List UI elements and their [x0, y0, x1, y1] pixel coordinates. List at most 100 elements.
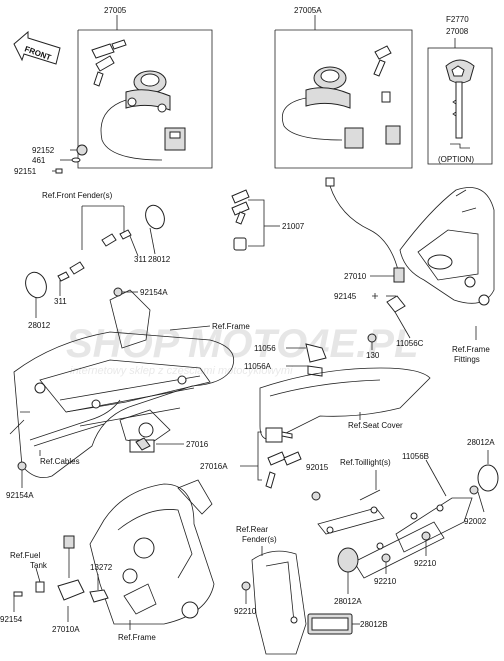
bolt-icon: [13, 591, 23, 597]
ref-seat-cover: Ref.Seat Cover: [348, 421, 403, 430]
key-icon: [373, 45, 392, 103]
part-92151: 92151: [14, 167, 37, 176]
spacer-icon: [57, 229, 132, 282]
ref-frame-fittings-1: Ref.Frame: [452, 345, 490, 354]
bolt-icon: [17, 461, 27, 471]
part-21007: 21007: [282, 222, 305, 231]
bracket-icon: [317, 507, 385, 535]
rear-fender-illustration: [241, 546, 360, 655]
sensor-icon: [57, 579, 85, 601]
part-92154a: 92154A: [140, 288, 168, 297]
part-11056b: 11056B: [402, 452, 429, 461]
ref-rear-fender-1: Ref.Rear: [236, 525, 268, 534]
clip-icon: [372, 293, 378, 299]
bottom-frame-illustration: [89, 479, 215, 625]
part-27016a: 27016A: [200, 462, 228, 471]
bolt-icon: [367, 333, 377, 343]
group-27005: [52, 15, 213, 174]
lock-cylinder-icon: [265, 427, 283, 443]
sensor-icon: [393, 267, 405, 283]
part-11056c: 11056C: [396, 339, 424, 348]
key-icon: [91, 39, 127, 87]
ref-fuel-tank-2: Tank: [30, 561, 48, 570]
ignition-switch-icon: [305, 66, 351, 109]
group-27016a: [240, 427, 302, 489]
license-bracket-icon: [353, 521, 445, 579]
reflector-icon: [25, 271, 47, 299]
group-fuel-tank-sensor: [13, 535, 131, 630]
part-92210-c: 92210: [234, 607, 257, 616]
connector-icon: [63, 535, 75, 549]
watermark-brand-part2: MOTO4E.PL: [188, 322, 418, 366]
part-311-b: 311: [54, 297, 67, 306]
frame-fittings-illustration: [399, 187, 495, 340]
key-icon: [231, 189, 250, 225]
ref-taillight: Ref.Toillight(s): [340, 458, 391, 467]
bolt-icon: [311, 491, 321, 501]
part-28012b: 28012B: [360, 620, 388, 629]
cables-illustration: [17, 399, 121, 488]
part-11056: 11056: [254, 344, 276, 353]
front-arrow-icon: FRONT: [13, 30, 61, 65]
watermark-tagline: internetowy sklep z częściami motocyklow…: [70, 365, 293, 377]
watermark: SHOP MOTO4E.PL internetowy sklep z częśc…: [66, 322, 418, 377]
part-27005a: 27005A: [294, 6, 322, 15]
part-27016: 27016: [186, 440, 209, 449]
ref-cables: Ref.Cables: [40, 457, 80, 466]
ignition-switch-icon: [125, 70, 171, 113]
group-front-fender: [25, 204, 165, 318]
part-27010a: 27010A: [52, 625, 80, 634]
ref-frame-fittings-2: Fittings: [454, 355, 480, 364]
reflector-icon: [337, 547, 359, 573]
part-27008: 27008: [446, 27, 469, 36]
ref-frame-top: Ref.Frame: [212, 322, 250, 331]
washer-icon: [71, 157, 81, 163]
connector-icon: [325, 177, 335, 187]
part-130: 130: [366, 351, 380, 360]
part-27010: 27010: [344, 272, 367, 281]
nut-icon: [469, 485, 479, 495]
cap-icon: [385, 125, 401, 145]
bolt-icon: [381, 553, 391, 563]
frame-illustration: [9, 289, 235, 479]
ref-fuel-tank-1: Ref.Fuel: [10, 551, 40, 560]
part-92154a-bottom: 92154A: [6, 491, 34, 500]
part-92210-a: 92210: [374, 577, 397, 586]
part-461: 461: [32, 156, 46, 165]
spacer-icon: [35, 581, 45, 593]
reflector-icon: [145, 204, 165, 230]
part-28012-b: 28012: [28, 321, 51, 330]
part-92002: 92002: [464, 517, 487, 526]
bracket-icon: [305, 343, 327, 363]
key-blank-icon: [445, 59, 475, 139]
part-28012a-right: 28012A: [467, 438, 495, 447]
part-13272: 13272: [90, 563, 113, 572]
ref-front-fender: Ref.Front Fender(s): [42, 191, 113, 200]
group-27005a: [274, 15, 413, 169]
part-28012a-bottom: 28012A: [334, 597, 362, 606]
bracket-icon: [386, 295, 406, 313]
group-27008: [427, 38, 493, 165]
group-taillight: [311, 450, 499, 594]
reflector-icon: [477, 464, 499, 492]
bolt-icon: [55, 168, 63, 174]
bolt-icon: [241, 581, 251, 591]
part-28012-a: 28012: [148, 255, 171, 264]
bolt-icon: [113, 287, 123, 297]
nut-icon: [76, 144, 88, 156]
part-92152: 92152: [32, 146, 55, 155]
ref-frame-bottom: Ref.Frame: [118, 633, 156, 642]
part-27005: 27005: [104, 6, 127, 15]
connector-icon: [344, 127, 364, 149]
watermark-brand-part1: SHOP: [66, 322, 180, 366]
key-icon: [265, 451, 302, 489]
connector-icon: [164, 127, 186, 151]
part-92154: 92154: [0, 615, 23, 624]
seat-cover-illustration: [259, 367, 431, 440]
group-27010: [325, 177, 411, 350]
ref-rear-fender-2: Fender(s): [242, 535, 277, 544]
bolt-icon: [421, 531, 431, 541]
part-311-a: 311: [134, 255, 147, 264]
